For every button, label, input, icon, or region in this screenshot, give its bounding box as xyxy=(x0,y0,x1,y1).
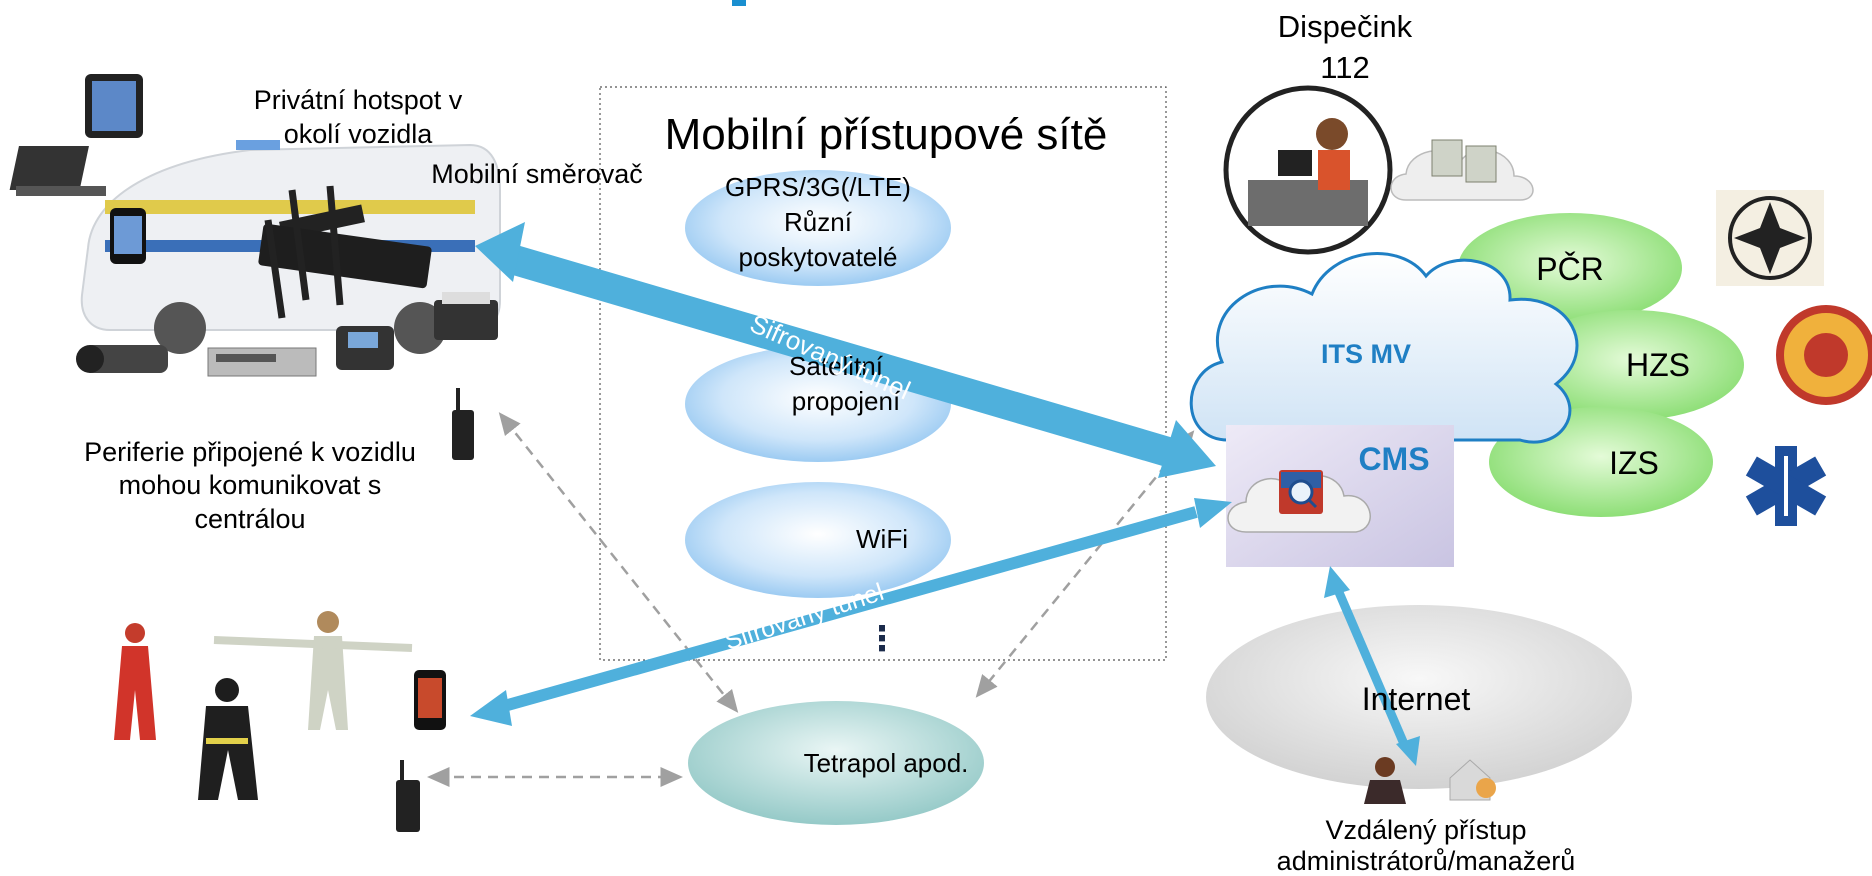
dashed-arrow-cms-tetrapol xyxy=(975,430,1195,698)
pcr-label: PČR xyxy=(1536,251,1604,287)
router-label: Mobilní směrovač xyxy=(431,159,643,189)
its-label: ITS MV xyxy=(1321,339,1411,369)
internet-link-arrow xyxy=(1324,566,1420,766)
remote-access-label-2: administrátorů/manažerů xyxy=(1277,846,1576,876)
radio-icon xyxy=(452,388,474,460)
wifi-ellipse xyxy=(685,482,951,598)
gprs-label-2: Různí xyxy=(784,207,853,237)
phone-icon xyxy=(414,670,446,730)
hotspot-label-2: okolí vozidla xyxy=(284,119,434,149)
person-icon xyxy=(1364,757,1406,804)
title-fragment xyxy=(732,0,746,6)
izs-label: IZS xyxy=(1609,445,1659,481)
satellite-label-2: propojení xyxy=(792,386,901,416)
cms-label: CMS xyxy=(1358,441,1429,477)
peripherals-label-2: mohou komunikovat s xyxy=(119,470,382,500)
tablet-icon xyxy=(85,74,143,138)
its-cloud-icon xyxy=(1189,252,1579,444)
internet-label: Internet xyxy=(1362,681,1471,717)
dispatch-number-label: 112 xyxy=(1320,50,1369,85)
remote-access-label: Vzdálený přístup xyxy=(1325,815,1526,845)
fire-badge-icon xyxy=(1776,305,1872,405)
printer-icon xyxy=(434,292,498,340)
gprs-label: GPRS/3G(/LTE) xyxy=(725,172,911,202)
hzs-label: HZS xyxy=(1626,347,1690,383)
pcr-ellipse xyxy=(1458,213,1682,323)
star-of-life-icon xyxy=(1745,446,1827,526)
house-icon xyxy=(1449,759,1496,801)
tetrapol-label: Tetrapol apod. xyxy=(804,748,969,778)
dispatch-label: Dispečink xyxy=(1278,9,1413,44)
rack-device-icon xyxy=(207,347,317,377)
peripherals-label-3: centrálou xyxy=(194,504,305,534)
phone-icon xyxy=(110,208,146,264)
gprs-ellipse xyxy=(685,170,951,286)
dashed-arrows xyxy=(427,412,1195,787)
access-networks-title: Mobilní přístupové sítě xyxy=(665,110,1108,159)
router-icon xyxy=(258,185,432,319)
satellite-label: Satelitní xyxy=(789,351,884,381)
laptop-icon xyxy=(9,146,106,196)
desk-phone-icon xyxy=(336,326,394,370)
police-badge-icon xyxy=(1716,190,1824,286)
radio-icon xyxy=(396,760,420,832)
camera-icon xyxy=(76,345,168,373)
internet-ellipse xyxy=(1206,605,1632,789)
hotspot-label: Privátní hotspot v xyxy=(254,85,463,115)
operator-icon xyxy=(1223,85,1393,255)
peripherals-label: Periferie připojené k vozidlu xyxy=(84,437,416,467)
tunnel-arrow-upper xyxy=(475,222,1216,478)
tunnel-arrow-lower xyxy=(470,498,1232,726)
person-icon xyxy=(114,611,413,800)
server-icon xyxy=(1390,139,1534,201)
dashed-arrow-radio-tetrapol xyxy=(498,412,739,713)
wifi-label: WiFi xyxy=(856,524,908,554)
dots-label: ⋮ xyxy=(865,619,899,659)
firewall-icon xyxy=(1279,470,1323,514)
access-networks-box xyxy=(599,86,1167,661)
tetrapol-ellipse xyxy=(688,701,984,825)
gprs-label-3: poskytovatelé xyxy=(739,242,898,272)
